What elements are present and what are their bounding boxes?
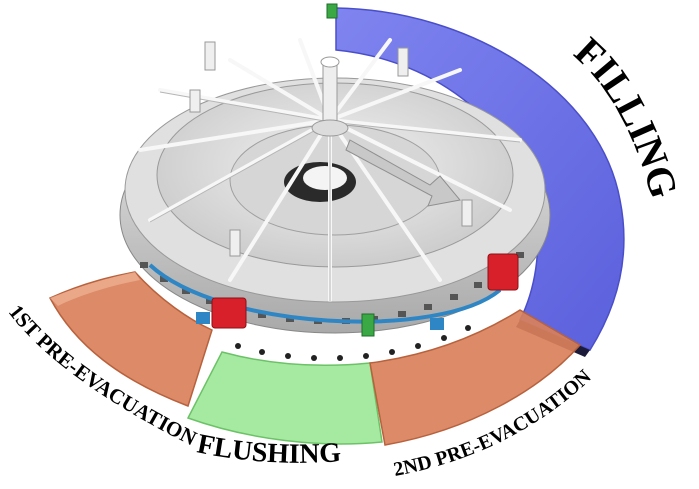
green-marker-top [326, 3, 338, 19]
red-valve-blocks [211, 253, 519, 329]
machine-piston-3 [461, 199, 473, 227]
pre-evacuation-1-sector [48, 271, 213, 407]
machine-piston-4 [229, 229, 241, 257]
machine-column-cap [320, 56, 340, 68]
blue-valve-left [196, 312, 210, 324]
machine-column-base [311, 119, 349, 137]
pre-evacuation-2-sector [369, 309, 582, 446]
machine-central-column [322, 61, 338, 129]
machine-arrow-plate [345, 139, 461, 207]
flushing-sector [186, 351, 383, 445]
green-marker-bottom [361, 313, 375, 337]
machine-nozzles [235, 325, 471, 361]
machine-blue-pipe [148, 263, 502, 324]
sector-bands [48, 7, 625, 446]
machine-spokes-shade [149, 91, 521, 302]
machine-hub [303, 166, 347, 190]
machine-piston-5 [189, 89, 201, 113]
red-valve-left [211, 297, 247, 329]
red-valve-right [487, 253, 519, 291]
rotary-filling-machine-icon [119, 3, 551, 361]
machine-piston-1 [204, 41, 216, 71]
machine-piston-2 [397, 47, 409, 77]
blue-valve-right [430, 318, 444, 330]
pre-evacuation-1-sector-top [50, 272, 140, 306]
machine-spokes [138, 38, 522, 302]
